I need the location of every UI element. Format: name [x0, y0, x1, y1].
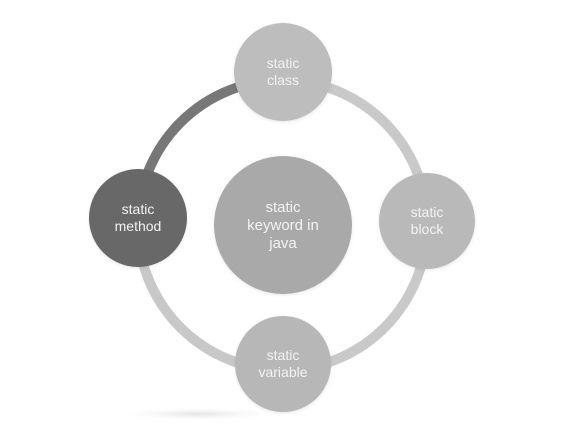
- center-node: [214, 156, 352, 294]
- static-variable-label: static variable: [236, 339, 330, 389]
- static-variable-line-1: static: [266, 346, 300, 363]
- static-variable-line-2: variable: [258, 364, 308, 380]
- static-block-line-1: static: [410, 203, 444, 220]
- static-method-line-1: static: [121, 200, 155, 217]
- static-class-label: static class: [236, 47, 330, 97]
- static-method-node: [89, 169, 187, 267]
- static-variable-node: [235, 316, 331, 412]
- base-shadow: [128, 409, 268, 419]
- static-block-line-2: block: [410, 221, 444, 237]
- static-method-label: static method: [91, 193, 185, 243]
- static-class-line-2: class: [267, 72, 299, 88]
- static-block-node: [379, 173, 475, 269]
- static-method-line-2: method: [114, 218, 162, 234]
- center-label-line-2: keyword in: [247, 216, 319, 234]
- center-label-line-3: java: [269, 235, 297, 253]
- static-block-label: static block: [380, 196, 474, 246]
- center-label-line-1: static: [265, 198, 301, 216]
- static-class-line-1: static: [266, 54, 300, 71]
- static-class-node: [234, 23, 332, 121]
- center-label: static keyword in java: [214, 179, 352, 273]
